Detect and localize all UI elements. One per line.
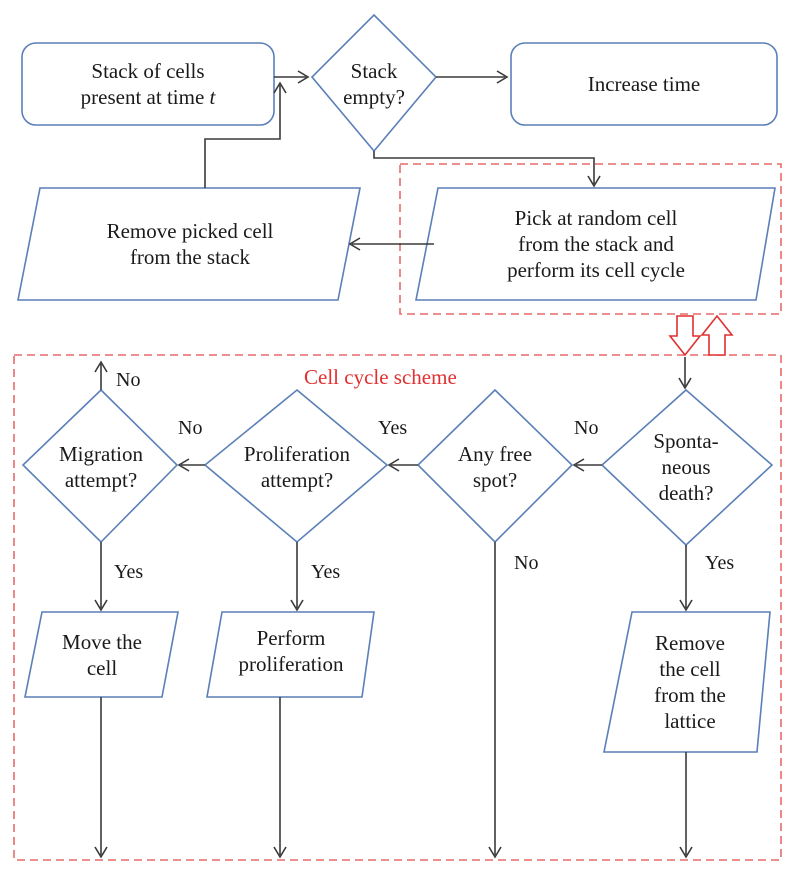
free-no-label: No — [514, 552, 539, 574]
prolif-yes-label: Yes — [378, 417, 408, 439]
move-cell-label: Move the cell — [34, 629, 170, 681]
stack-of-cells-line2: present at time t — [22, 84, 274, 110]
migration-attempt-label: Migration attempt? — [30, 441, 172, 493]
remove-picked-line2: from the stack — [129, 245, 251, 269]
hollow-down-arrow — [668, 315, 702, 357]
remove-from-lattice-label: Remove the cell from the lattice — [618, 630, 762, 734]
stack-of-cells-label: Stack of cells present at time t — [22, 58, 274, 110]
mig-no-label: No — [116, 369, 141, 391]
cell-cycle-scheme-region — [13, 354, 782, 861]
spontaneous-death-line2: neous — [661, 455, 711, 479]
any-free-spot-line1: Any free — [457, 442, 533, 466]
pick-cell-region — [399, 163, 782, 315]
perform-proliferation-label: Perform proliferation — [214, 625, 368, 677]
proliferation-attempt-line1: Proliferation — [243, 442, 351, 466]
move-cell-line2: cell — [86, 656, 118, 680]
increase-time-label: Increase time — [587, 72, 701, 96]
time-variable: t — [209, 85, 216, 109]
remove-from-lattice-line3: from the — [654, 683, 726, 707]
proliferation-attempt-label: Proliferation attempt? — [215, 441, 379, 493]
spontaneous-death-label: Sponta- neous death? — [622, 428, 750, 506]
move-cell-line1: Move the — [62, 630, 142, 654]
death-no-label: No — [574, 417, 599, 439]
remove-picked-line1: Remove picked cell — [106, 219, 274, 243]
remove-from-lattice-line4: lattice — [664, 709, 716, 733]
death-yes-label: Yes — [705, 552, 735, 574]
pick-random-line2: from the stack and — [518, 232, 674, 256]
stack-of-cells-line2-text: present at time — [80, 85, 210, 109]
any-free-spot-label: Any free spot? — [430, 441, 560, 493]
move-cell-parallelogram — [24, 611, 179, 698]
mig-yes-label: Yes — [114, 561, 144, 583]
perform-proliferation-parallelogram — [206, 611, 375, 698]
remove-from-lattice-parallelogram — [603, 611, 771, 753]
stack-of-cells-box — [21, 42, 275, 126]
connectors — [94, 70, 693, 859]
perform-proliferation-line2: proliferation — [238, 652, 344, 676]
stack-of-cells-line1: Stack of cells — [91, 59, 205, 83]
perform-proliferation-line1: Perform — [256, 626, 326, 650]
stack-empty-line1: Stack — [350, 59, 398, 83]
migration-attempt-line1: Migration — [59, 442, 143, 466]
stack-empty-label: Stack empty? — [312, 58, 436, 110]
prolif-attempt-yes-label: Yes — [311, 561, 341, 583]
remove-from-lattice-line2: the cell — [659, 657, 721, 681]
increase-time-box — [510, 42, 778, 126]
remove-picked-parallelogram — [17, 187, 361, 301]
any-free-spot-line2: spot? — [472, 468, 518, 492]
hollow-up-arrow — [700, 314, 734, 356]
migration-attempt-line2: attempt? — [64, 468, 138, 492]
spontaneous-death-line1: Sponta- — [653, 429, 719, 453]
pick-random-label: Pick at random cell from the stack and p… — [426, 205, 766, 283]
remove-from-lattice-line1: Remove — [655, 631, 725, 655]
spontaneous-death-line3: death? — [658, 481, 714, 505]
stack-empty-line2: empty? — [343, 85, 405, 109]
pick-random-line1: Pick at random cell — [514, 206, 678, 230]
pick-random-line3: perform its cell cycle — [507, 258, 685, 282]
cell-cycle-scheme-title: Cell cycle scheme — [304, 365, 457, 389]
proliferation-attempt-line2: attempt? — [260, 468, 334, 492]
remove-picked-label: Remove picked cell from the stack — [30, 218, 350, 270]
prolif-no-label: No — [178, 417, 203, 439]
pick-random-parallelogram — [415, 187, 776, 301]
